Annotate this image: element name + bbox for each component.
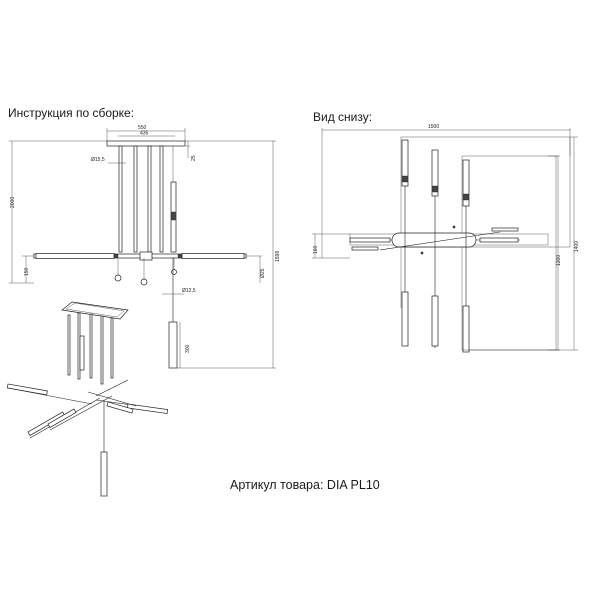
dim-overall-height: 1598 (275, 251, 281, 262)
central-canopy (391, 232, 477, 248)
iso-canopy (61, 301, 129, 320)
isometric-view (6, 301, 169, 497)
dim-frame-height: 1300 (556, 255, 562, 266)
dim-canopy-inner: 435 (140, 131, 149, 137)
dim-arm-drop: 150 (24, 267, 30, 276)
article-number: Артикул товара: DIA PL10 (230, 478, 380, 492)
canopy (106, 140, 186, 147)
dim-overall-width: 1500 (428, 124, 439, 130)
dim-bulb-diameter: Ø25 (260, 268, 266, 278)
bottom-view: 1500 160 (312, 124, 580, 353)
assembly-instructions-title: Инструкция по сборке: (8, 106, 135, 120)
iso-shade (100, 451, 108, 497)
dim-canopy-height: 25 (191, 155, 197, 161)
dim-canopy-width: 550 (138, 125, 147, 131)
dim-total-height: 2000 (10, 197, 16, 208)
dim-shade-length: 300 (185, 344, 191, 353)
dim-overall-depth: 1400 (574, 241, 580, 252)
dim-shade-diameter: Ø12,5 (182, 288, 196, 294)
assembly-front-view: 550 435 25 Ø15,5 (9, 125, 281, 369)
dim-arm-height: 160 (313, 245, 319, 254)
dim-tube-diameter: Ø15,5 (91, 157, 105, 163)
shade (168, 321, 178, 369)
bottom-view-title: Вид снизу: (313, 110, 373, 124)
